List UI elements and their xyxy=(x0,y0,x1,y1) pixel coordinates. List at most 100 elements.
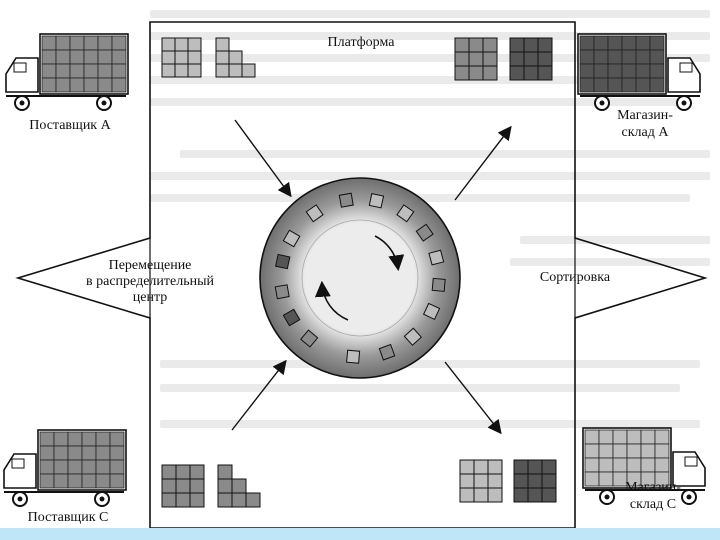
pallet-store-c-2 xyxy=(513,459,557,503)
truck-supplier-a-cargo-box xyxy=(97,63,113,79)
pallet-supplier-a-stepped-box xyxy=(241,63,256,78)
pallet-supplier-a-full-box xyxy=(187,50,202,65)
truck-supplier-a-cargo-box xyxy=(111,35,127,51)
truck-supplier-a-cargo-box xyxy=(83,77,99,93)
truck-store-a-cargo-box xyxy=(649,49,665,65)
truck-store-a-cargo-box xyxy=(579,63,595,79)
truck-supplier-a-cargo-box xyxy=(55,35,71,51)
truck-supplier-a-window xyxy=(13,62,27,73)
truck-store-a-cargo-box xyxy=(635,63,651,79)
truck-store-a-cargo-box xyxy=(607,35,623,51)
conveyor-box xyxy=(403,327,423,346)
truck-supplier-a-hub xyxy=(101,100,107,106)
truck-supplier-c-cargo-box xyxy=(53,473,69,489)
truck-supplier-c-cargo-box xyxy=(109,473,125,489)
conveyor-inner-circle xyxy=(301,219,419,337)
transfer-label-line1: Перемещение xyxy=(108,258,192,273)
truck-supplier-a xyxy=(5,33,129,111)
pallet-store-a-1-box xyxy=(482,37,498,53)
conveyor-ring xyxy=(259,177,461,379)
truck-store-c-cargo-box xyxy=(584,471,600,487)
truck-supplier-c-hub xyxy=(17,496,23,502)
pallet-supplier-c-stepped-box xyxy=(231,478,247,494)
conveyor-box xyxy=(305,204,324,223)
pallet-store-a-1-box xyxy=(454,37,470,53)
pallet-store-c-1-box xyxy=(459,473,475,489)
pallet-store-a-2-box xyxy=(509,65,525,81)
pallet-supplier-a-stepped-box xyxy=(215,37,230,52)
truck-supplier-c-cargo-box xyxy=(95,431,111,447)
pallet-supplier-a-stepped-box xyxy=(228,50,243,65)
truck-supplier-c-cargo-box xyxy=(39,459,55,475)
truck-supplier-a-cargo-box xyxy=(69,77,85,93)
truck-supplier-c-cargo-box xyxy=(53,445,69,461)
truck-supplier-a-cargo-box xyxy=(55,77,71,93)
pallet-supplier-c-full-box xyxy=(189,464,205,480)
truck-supplier-c-cargo-box xyxy=(81,431,97,447)
truck-supplier-c-window xyxy=(11,458,25,469)
pallet-supplier-a-stepped-box xyxy=(228,63,243,78)
truck-store-a xyxy=(577,33,701,111)
truck-store-a-hub xyxy=(681,100,687,106)
truck-store-a-cargo-box xyxy=(621,35,637,51)
truck-supplier-c-cargo-box xyxy=(95,445,111,461)
truck-supplier-a-cargo-box xyxy=(41,49,57,65)
truck-store-a-window xyxy=(679,62,693,73)
pallet-supplier-a-full-box xyxy=(174,37,189,52)
supplier-c-label: Поставщик С xyxy=(27,510,109,525)
pallet-supplier-c-stepped-box xyxy=(217,464,233,480)
conveyor-box xyxy=(338,192,354,208)
truck-store-c-cargo-box xyxy=(612,429,628,445)
truck-supplier-a-cargo-box xyxy=(55,49,71,65)
truck-store-c-cargo-box xyxy=(598,443,614,459)
truck-store-a-cargo-box xyxy=(621,63,637,79)
conveyor-box xyxy=(368,193,385,209)
truck-store-c-hub xyxy=(686,494,692,500)
conveyor-boxes xyxy=(274,192,446,364)
conveyor-box xyxy=(428,249,445,266)
pallet-supplier-a-full-box xyxy=(187,63,202,78)
sorting-label: Сортировка xyxy=(539,270,611,285)
pallet-store-c-1-box xyxy=(487,459,503,475)
pallet-store-c-2-box xyxy=(513,487,529,503)
pallet-supplier-a-stepped xyxy=(215,37,256,78)
truck-supplier-c-cargo-box xyxy=(81,445,97,461)
pallet-supplier-a-stepped-box xyxy=(215,50,230,65)
pallet-store-c-1-box xyxy=(473,473,489,489)
pallet-store-c-2-box xyxy=(527,473,543,489)
pallet-supplier-a-full-box xyxy=(174,50,189,65)
truck-store-a-cargo-box xyxy=(579,35,595,51)
pallet-store-c-1-box xyxy=(473,487,489,503)
truck-store-a-cargo-box xyxy=(579,77,595,93)
truck-supplier-c-cargo-box xyxy=(95,459,111,475)
pallet-store-c-1 xyxy=(459,459,503,503)
bottom-band xyxy=(0,528,720,540)
transfer-label-line3: центр xyxy=(132,290,168,305)
pallet-store-a-1-box xyxy=(468,65,484,81)
truck-store-a-cargo-box xyxy=(607,77,623,93)
truck-store-a-cargo-box xyxy=(649,35,665,51)
truck-store-a-cargo-box xyxy=(607,49,623,65)
pallet-supplier-c-stepped xyxy=(217,464,261,508)
truck-supplier-c-hub xyxy=(99,496,105,502)
truck-store-c-cargo-box xyxy=(654,471,670,487)
pallet-store-a-1-box xyxy=(482,51,498,67)
truck-supplier-a-cargo-box xyxy=(41,77,57,93)
flow-arrow-supplier-c xyxy=(231,359,287,431)
pallet-store-c-2-box xyxy=(527,487,543,503)
store-c-label-line2: склад С xyxy=(629,497,677,512)
truck-supplier-a-cargo-box xyxy=(97,35,113,51)
conveyor-box xyxy=(275,253,291,270)
pallet-supplier-c-stepped-box xyxy=(231,492,247,508)
truck-store-a-cargo-box xyxy=(635,35,651,51)
truck-store-c-window xyxy=(684,456,698,467)
pallet-store-a-2-box xyxy=(509,51,525,67)
pallet-supplier-c-full-box xyxy=(189,478,205,494)
rotation-arrow-right xyxy=(374,235,405,272)
pallet-store-a-1-box xyxy=(468,37,484,53)
pallet-store-c-2-box xyxy=(541,473,557,489)
pallet-supplier-c-full-box xyxy=(161,492,177,508)
truck-store-a-cargo-box xyxy=(593,35,609,51)
conveyor-box xyxy=(431,277,446,292)
truck-store-a-cargo-box xyxy=(621,49,637,65)
